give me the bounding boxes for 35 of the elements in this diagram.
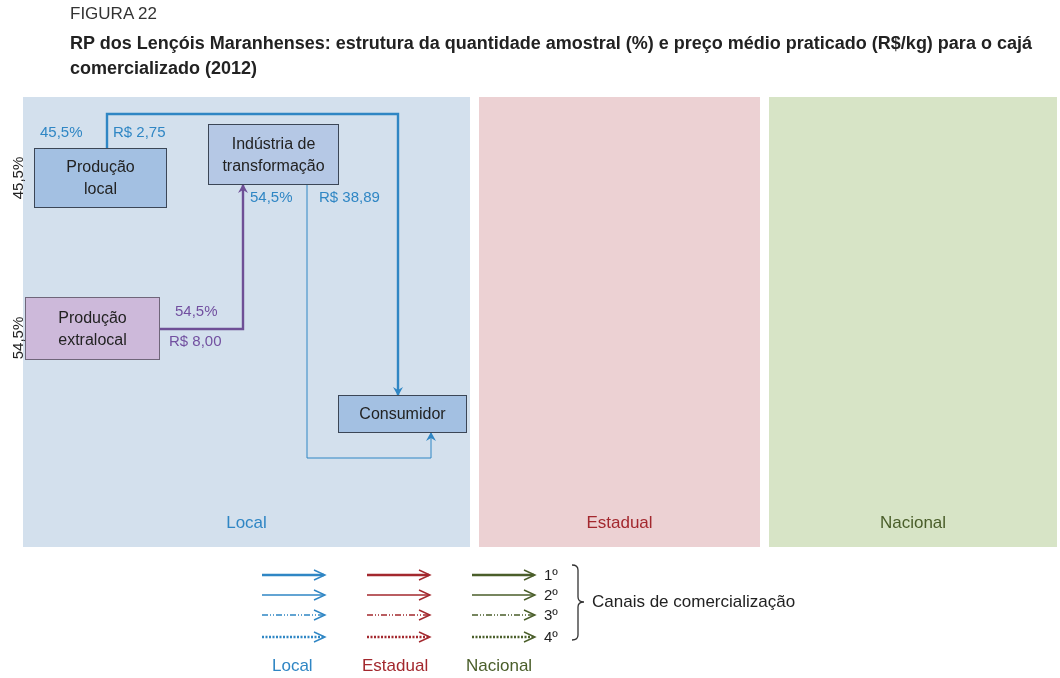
share-label: 54,5% <box>10 316 26 360</box>
figure-number: FIGURA 22 <box>70 4 157 24</box>
price-label: R$ 2,75 <box>113 122 166 142</box>
process-box <box>25 297 160 360</box>
channel-number: 3º <box>544 607 558 623</box>
band-label: Local <box>225 511 268 534</box>
price-label: R$ 8,00 <box>169 331 222 351</box>
share-label: 45,5% <box>10 156 26 200</box>
legend-caption: Canais de comercialização <box>592 592 796 612</box>
percentage-label: 45,5% <box>40 122 83 142</box>
connector-arrow <box>306 184 436 459</box>
band-label: Estadual <box>585 511 654 534</box>
band-label: Nacional <box>878 511 948 534</box>
legend-label: Estadual <box>362 656 429 676</box>
percentage-label: 54,5% <box>175 301 218 321</box>
connector-arrow <box>160 184 248 331</box>
connector-arrow <box>105 112 403 396</box>
channel-number: 2º <box>544 587 558 603</box>
legend-label: Nacional <box>466 656 533 676</box>
process-box <box>34 148 167 208</box>
figure-title: RP dos Lençóis Maranhenses: estrutura da quantidade amostral (%) e preço médio praticado (R$/kg) para o cajá comercializado (2012) <box>70 32 1033 80</box>
channel-number: 1º <box>544 567 558 583</box>
node-label: Produção local <box>65 157 136 199</box>
node-label: Indústria de transformação <box>221 133 326 176</box>
state-band <box>479 97 760 547</box>
national-band <box>769 97 1057 547</box>
local-band <box>23 97 470 547</box>
process-box <box>208 124 339 185</box>
node-label: Produção extralocal <box>57 307 128 350</box>
channel-number: 4º <box>544 629 558 645</box>
node-label: Consumidor <box>358 404 447 424</box>
process-box <box>338 395 467 433</box>
price-label: R$ 38,89 <box>319 187 380 207</box>
legend-label: Local <box>272 656 313 676</box>
percentage-label: 54,5% <box>250 187 293 207</box>
